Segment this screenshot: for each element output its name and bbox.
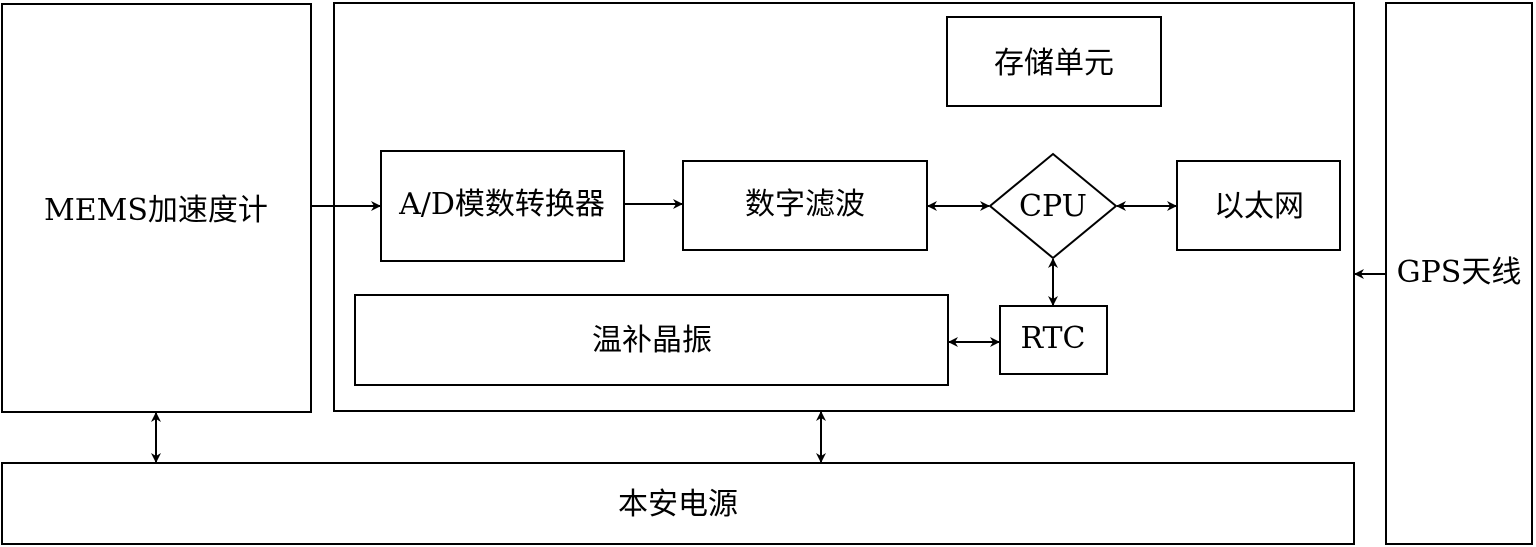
power-label: 本安电源: [618, 487, 738, 522]
power-supply-block: [1, 462, 1355, 545]
storage-unit-block: [946, 16, 1162, 107]
digital-filter-block: [682, 160, 928, 251]
rtc-block: [999, 305, 1108, 375]
gps-antenna-block: [1385, 2, 1533, 545]
adc-label: A/D模数转换器: [398, 187, 605, 222]
oscillator-label: 温补晶振: [592, 323, 712, 358]
storage-label: 存储单元: [994, 46, 1114, 81]
rtc-label: RTC: [1020, 321, 1085, 356]
cpu-label: CPU: [1019, 189, 1087, 224]
filter-label: 数字滤波: [745, 187, 865, 222]
ethernet-label: 以太网: [1214, 189, 1304, 224]
adc-block: [380, 150, 625, 262]
gps-label: GPS天线: [1397, 255, 1522, 290]
mems-label: MEMS加速度计: [44, 193, 268, 228]
ethernet-block: [1176, 160, 1341, 251]
mems-accelerometer-block: [1, 3, 312, 413]
